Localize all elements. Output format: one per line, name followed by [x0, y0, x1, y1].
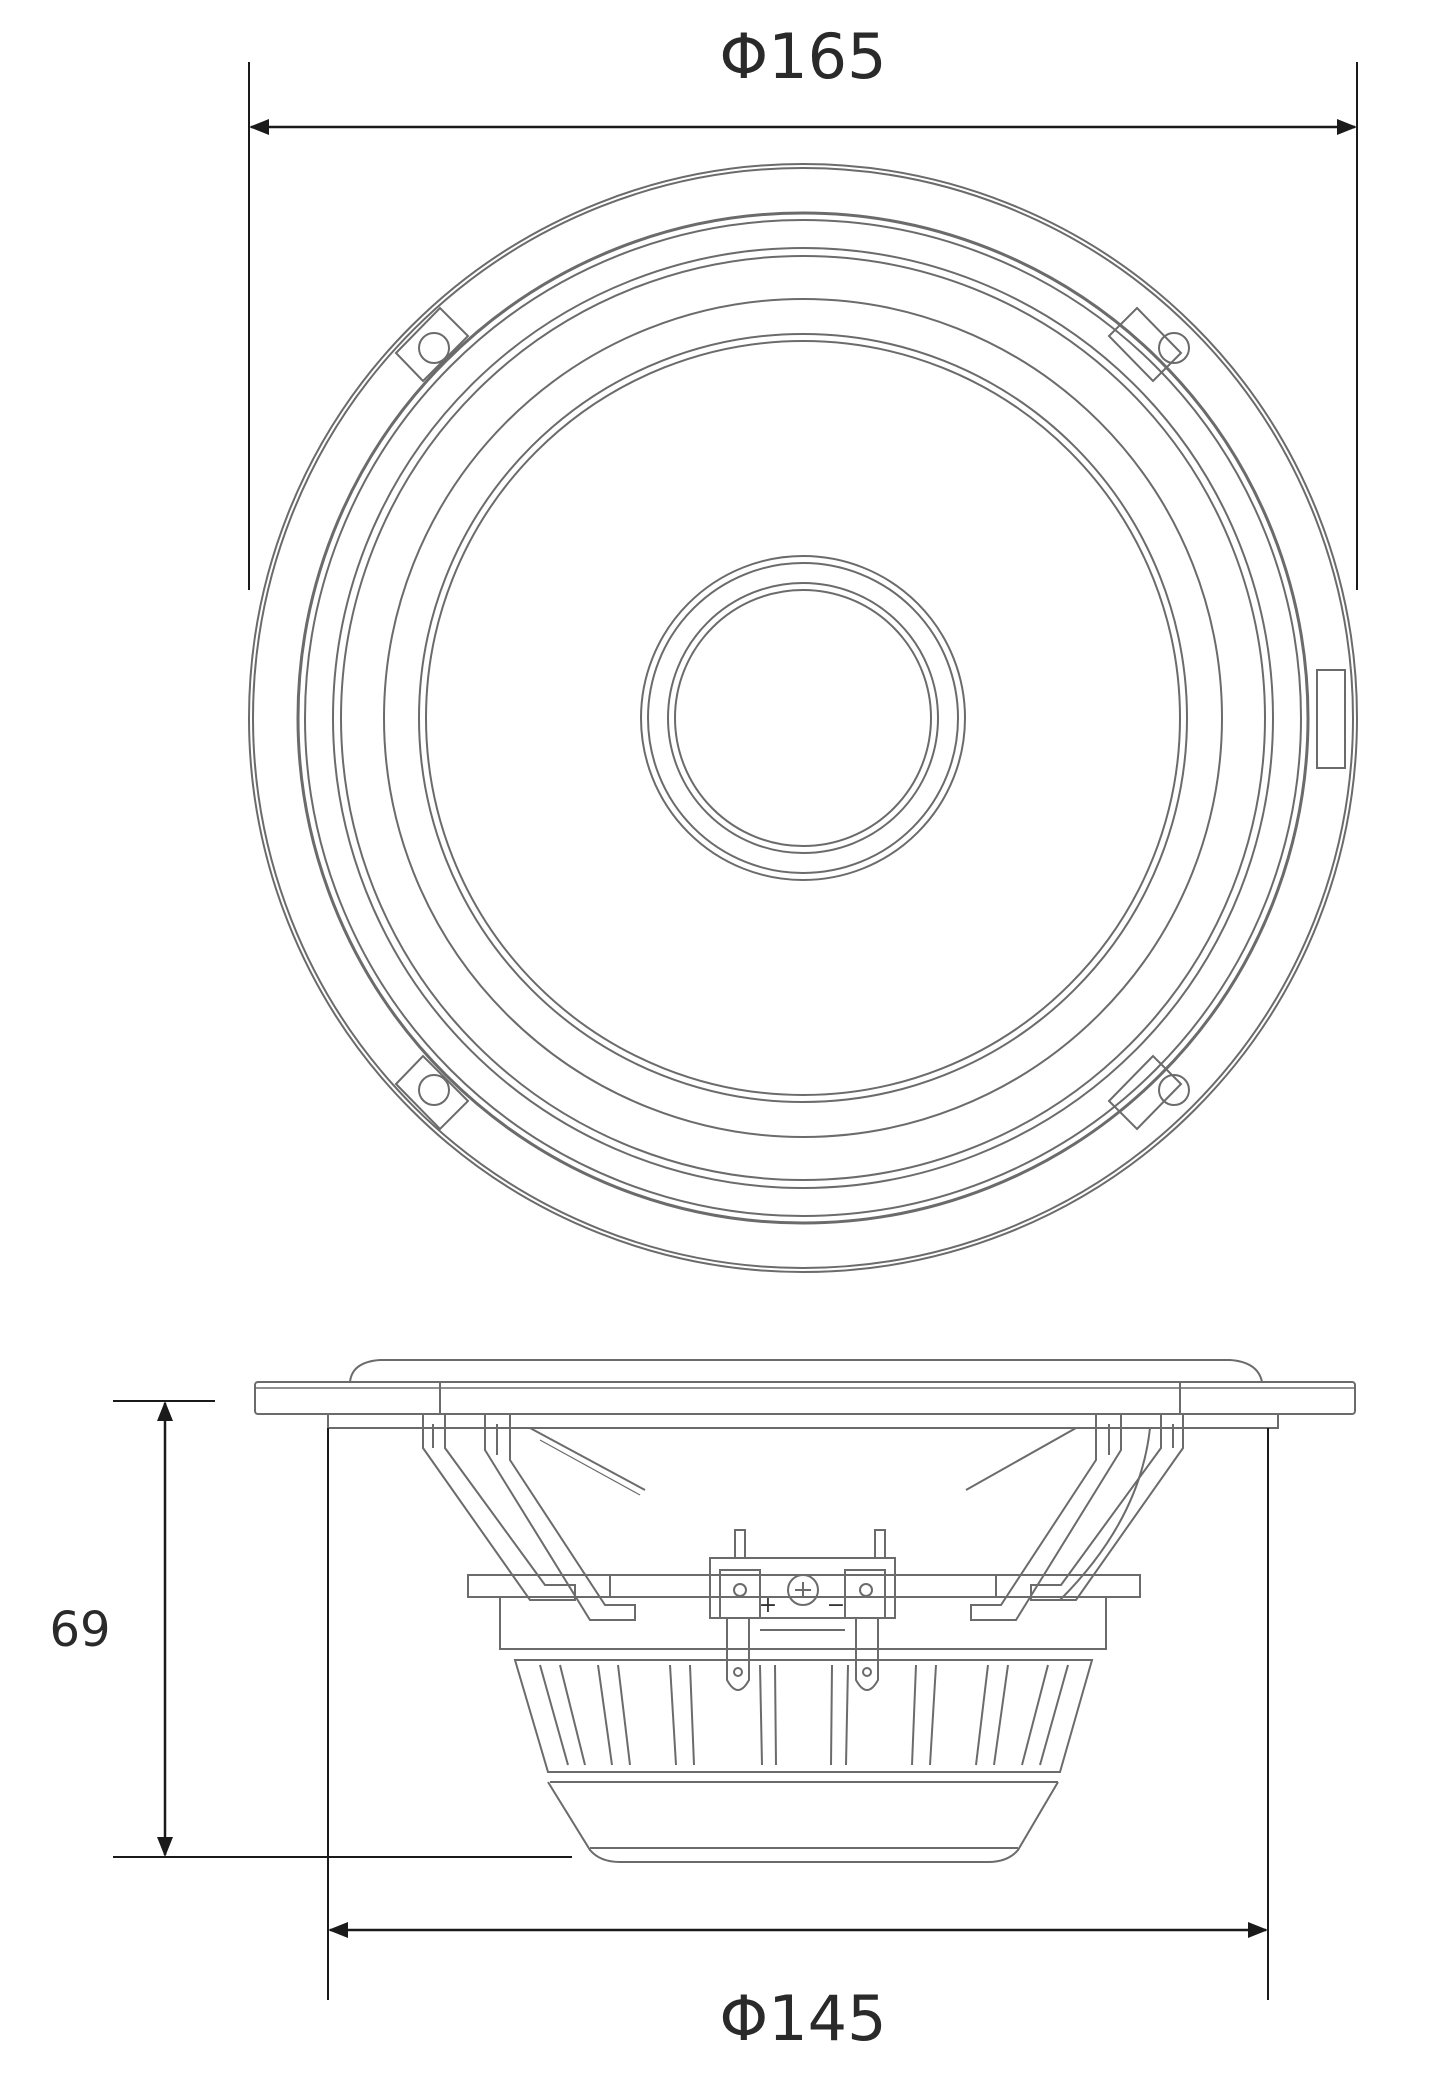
gasket-ring	[296, 211, 1310, 1225]
terminal-screw-hole	[733, 1583, 747, 1597]
terminal-screw-hole	[859, 1583, 873, 1597]
terminal-screw-icon	[787, 1574, 819, 1606]
mounting-hole	[418, 1074, 450, 1106]
mounting-ear-top-left	[394, 306, 470, 383]
mounting-ear-bottom-right	[1107, 1054, 1190, 1131]
mounting-ear-top-right	[1107, 306, 1190, 383]
mounting-hole	[1158, 1074, 1190, 1106]
mounting-hole	[418, 332, 450, 364]
basket-leg-left-outer	[422, 1414, 576, 1601]
dust-cap-inner	[667, 582, 939, 854]
terminal-tab-positive	[726, 1618, 750, 1691]
frame-inner-edge	[252, 167, 1354, 1269]
cutout-diameter-dimension	[327, 1428, 1269, 2000]
side-view	[254, 1359, 1356, 1863]
positive-terminal-label: +	[759, 1593, 777, 1618]
negative-terminal-label: −	[827, 1593, 845, 1618]
basket-leg-right-outer	[1030, 1414, 1184, 1601]
terminal-block	[709, 1529, 896, 1691]
magnet-cooling-fins	[513, 1659, 1094, 1773]
basket-leg-right-inner	[970, 1414, 1122, 1621]
basket-leg-left-inner	[484, 1414, 636, 1621]
dust-cap-outer	[640, 555, 966, 881]
outer-diameter-dimension	[248, 62, 1358, 590]
depth-dimension	[113, 1400, 572, 1858]
mounting-depth-label: 69	[49, 1602, 110, 1658]
gasket-top	[349, 1359, 1263, 1383]
terminal-tab-negative	[855, 1618, 879, 1691]
top-view	[248, 62, 1358, 1273]
terminal-notch	[1316, 669, 1346, 769]
cone-edge	[418, 333, 1188, 1103]
outer-diameter-label: Φ165	[719, 20, 886, 93]
cutout-diameter-label: Φ145	[719, 1982, 886, 2055]
motor-can	[547, 1781, 1059, 1863]
surround-inner	[383, 298, 1223, 1138]
mounting-flange	[254, 1381, 1356, 1415]
mounting-hole	[1158, 332, 1190, 364]
surround-outer	[332, 247, 1274, 1189]
outer-frame-ring	[248, 163, 1358, 1273]
flange-step	[327, 1413, 1279, 1429]
mounting-ear-bottom-left	[394, 1054, 470, 1131]
